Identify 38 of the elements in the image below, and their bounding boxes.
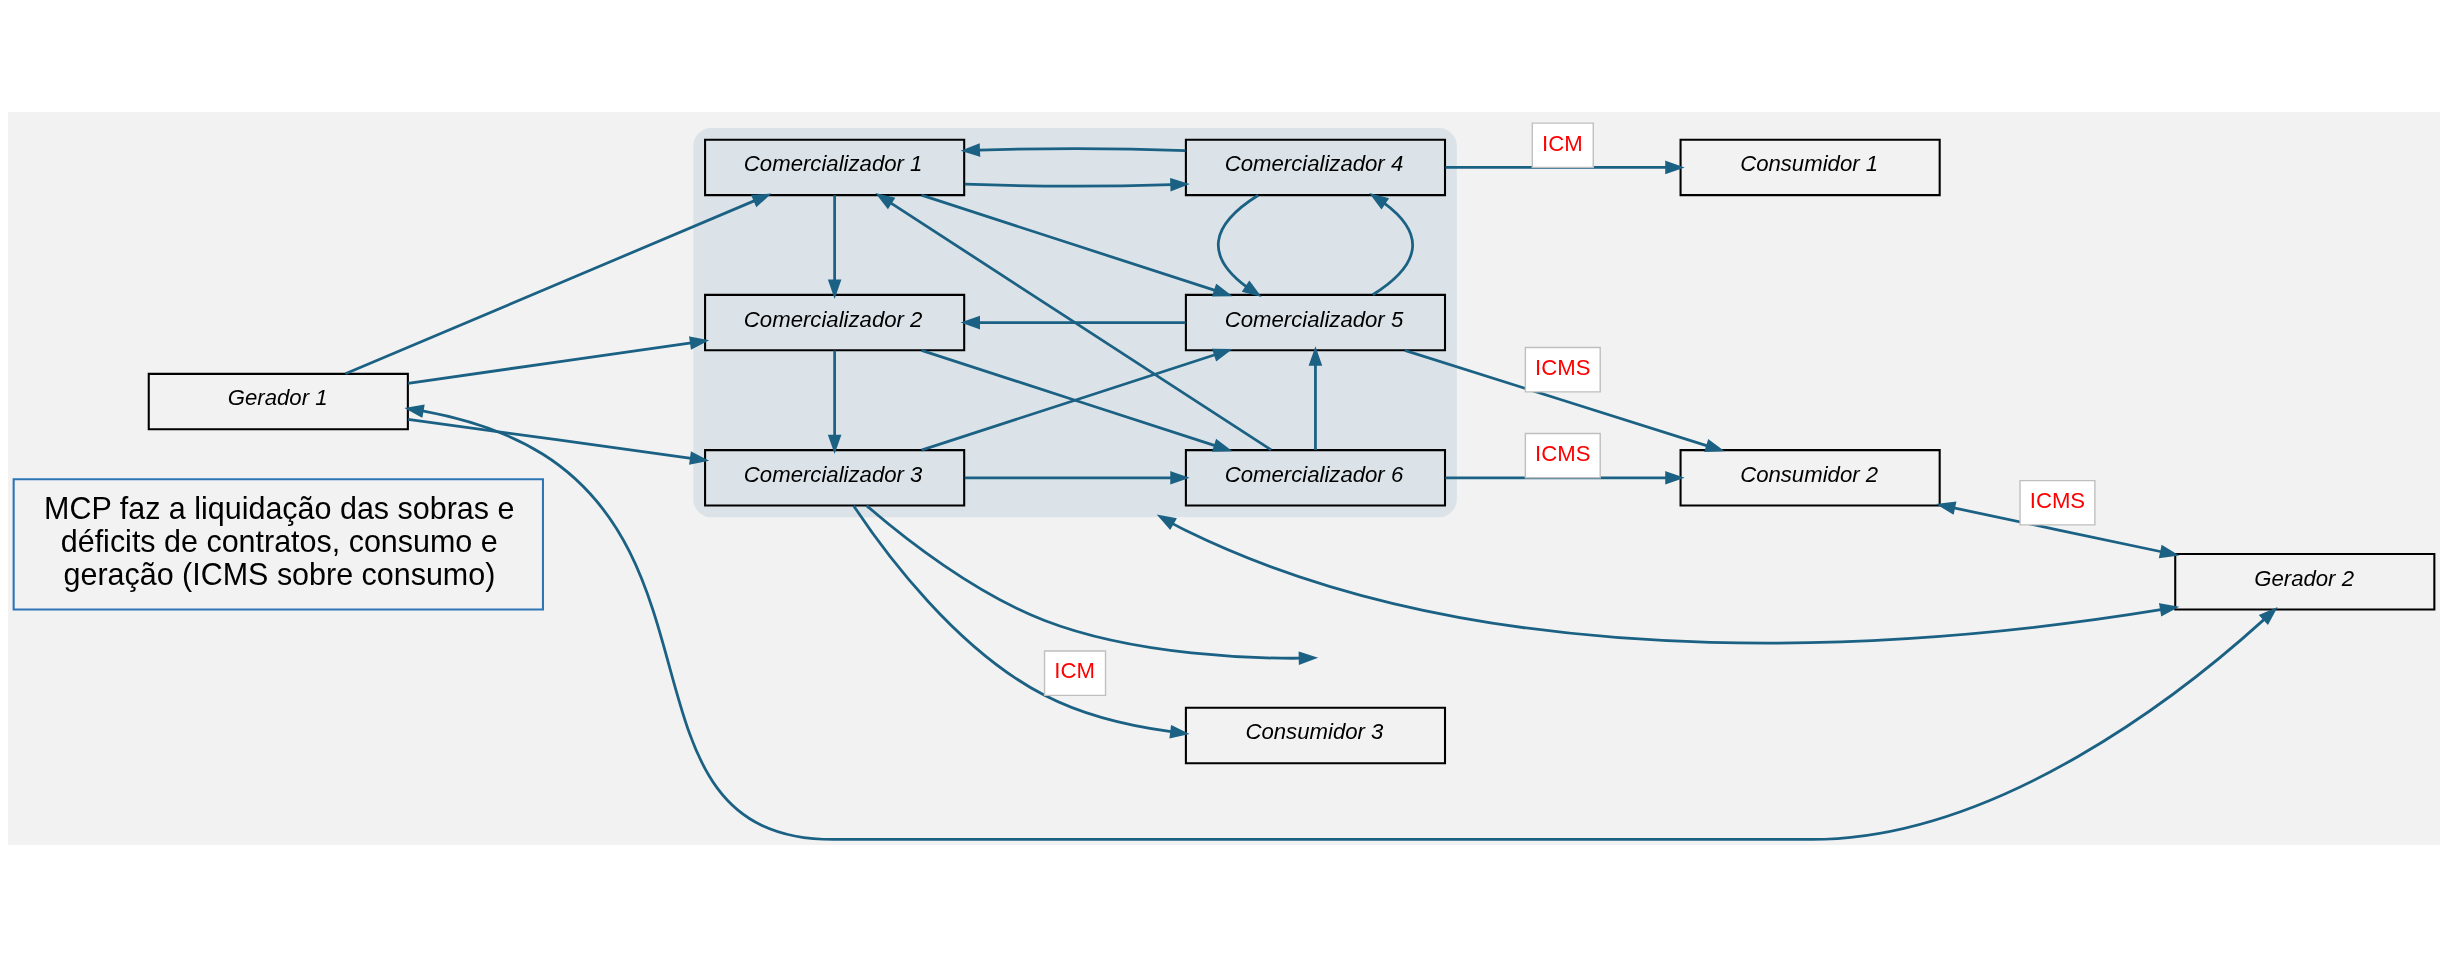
arrow (960, 315, 1186, 329)
node-box: Comercializador 2 (704, 293, 966, 351)
node-box: Comercializador 3 (704, 448, 966, 507)
node-box: Consumidor 2 (1679, 448, 1941, 507)
node-box: Comercializador 5 (1184, 293, 1447, 351)
arrow (1369, 192, 1414, 296)
node-box: Consumidor 1 (1679, 138, 1941, 196)
node-box: Comercializador 6 (1184, 448, 1447, 507)
arrow (404, 403, 2278, 841)
arrow (344, 193, 772, 375)
arrow (1936, 500, 2180, 558)
arrow (921, 193, 1233, 297)
arrow (407, 335, 710, 385)
edge-label: ICMS (1535, 354, 1591, 380)
arrow (875, 192, 1272, 451)
node-box: Gerador 2 (2174, 552, 2436, 610)
edge-label: ICMS (2029, 487, 2086, 513)
arrow (865, 504, 1319, 665)
arrow (827, 349, 842, 454)
arrow (964, 470, 1190, 485)
arrow (1217, 193, 1262, 297)
node-box: Gerador 1 (147, 372, 409, 430)
arrow (960, 142, 1186, 157)
arrow (964, 177, 1190, 192)
cluster (693, 127, 1457, 517)
node-box: Consumidor 3 (1184, 706, 1447, 764)
edge-label: ICM (1054, 657, 1095, 683)
node-box: Comercializador 4 (1184, 138, 1447, 196)
arrow (407, 417, 710, 465)
edge-label: ICM (1542, 130, 1583, 156)
node-box: Comercializador 1 (704, 138, 966, 196)
node-box: MCP faz a liquidação das sobras e déficits de contratos, consumo e geração (ICMS sobre consumo) (12, 477, 544, 610)
edge-label: ICMS (1535, 440, 1591, 466)
arrow (1308, 345, 1323, 450)
arrow (827, 194, 842, 299)
arrow (1156, 514, 2180, 644)
arrow (1445, 160, 1685, 174)
arrow (852, 504, 1190, 738)
